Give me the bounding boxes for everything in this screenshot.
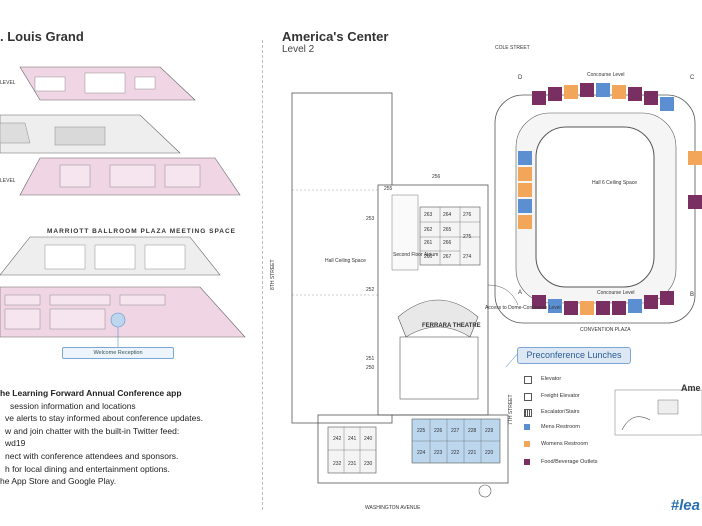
venue-floor-plan [291,83,702,498]
legend-mens: Mens Restroom [541,424,580,430]
legend-elevator: Elevator [541,376,562,382]
legend-food: Food/Beverage Outlets [541,459,598,465]
stairs-icon [524,409,532,417]
room: 266 [443,240,452,246]
room: 262 [424,227,433,233]
app-line: h for local dining and entertainment opt… [5,463,170,474]
room: 267 [443,254,452,260]
room: 251 [366,356,375,362]
panel-divider [262,40,263,510]
hall6-label: Hall 6 Ceiling Space [592,180,638,186]
inset-title: Ame [681,383,701,393]
legend-womens: Womens Restroom [541,441,588,447]
mens-restroom-icon [524,424,530,430]
hotel-level-diagrams [0,66,246,347]
plaza-label: CONVENTION PLAZA [580,327,631,333]
level-label-2: LEVEL [0,178,16,184]
app-line: nect with conference attendees and spons… [5,450,179,461]
app-line: ve alerts to stay informed about confere… [5,413,203,424]
womens-restroom-icon [524,441,530,447]
welcome-reception-label: Welcome Reception [62,347,174,359]
ballroom-section-title: MARRIOTT BALLROOM PLAZA MEETING SPACE [47,228,237,235]
room: 242 [333,436,342,442]
concourse-bottom: Concourse Level [597,290,635,296]
app-heading: he Learning Forward Annual Conference ap… [0,388,182,398]
room: 240 [364,436,373,442]
room: 260 [424,254,433,260]
legend-stairs: Escalator/Stairs [541,409,580,415]
hotel-title: . Louis Grand [0,29,84,44]
room: 253 [366,216,375,222]
venue-title: America's Center [282,29,389,44]
room: 225 [417,428,426,434]
room: 223 [434,450,443,456]
room: 220 [485,450,494,456]
app-line: session information and locations [10,400,136,411]
corner-b: B [690,292,695,298]
venue-level: Level 2 [282,44,315,55]
room: 276 [463,212,472,218]
freight-elevator-icon [524,393,532,401]
room: 228 [468,428,477,434]
street-washington: WASHINGTON AVENUE [365,505,421,511]
concourse-top: Concourse Level [587,72,625,78]
app-line: wd19 [5,438,26,449]
room: 265 [443,227,452,233]
street-8th: 8TH STREET [270,259,276,290]
room: 252 [366,287,375,293]
elevator-icon [524,376,532,384]
room: 261 [424,240,433,246]
room: 232 [333,461,342,467]
hashtag: #lea [670,497,700,514]
app-line: w and join chatter with the built-in Twi… [5,425,180,436]
corner-a: A [518,290,523,296]
room: 221 [468,450,477,456]
room: 255 [384,186,393,192]
level-label-1: LEVEL [0,80,16,86]
room: 275 [463,234,472,240]
corner-c: C [690,75,695,81]
room: 226 [434,428,443,434]
food-outlet-icon [524,459,530,465]
preconference-lunches-label: Preconference Lunches [517,347,631,364]
room: 274 [463,254,472,260]
app-info-list: he Learning Forward Annual Conference ap… [0,387,255,488]
street-7th: 7TH STREET [508,394,514,425]
room: 230 [364,461,373,467]
room: 222 [451,450,460,456]
room: 264 [443,212,452,218]
street-cole: COLE STREET [495,45,530,51]
dome-access-label: Access to Dome-Concourse Level [485,305,561,311]
room: 227 [451,428,460,434]
app-line: he App Store and Google Play. [0,476,117,487]
legend-freight: Freight Elevator [541,393,580,399]
room: 231 [348,461,357,467]
room: 263 [424,212,433,218]
room: 229 [485,428,494,434]
room: 224 [417,450,426,456]
theatre-label: FERRARA THEATRE [422,323,481,329]
room: 250 [366,365,375,371]
room: 241 [348,436,357,442]
corner-d: D [518,75,523,81]
hall-ceiling-label: Hall Ceiling Space [325,258,366,264]
room: 256 [432,174,441,180]
atrium-label: Second Floor Atrium [393,252,439,258]
